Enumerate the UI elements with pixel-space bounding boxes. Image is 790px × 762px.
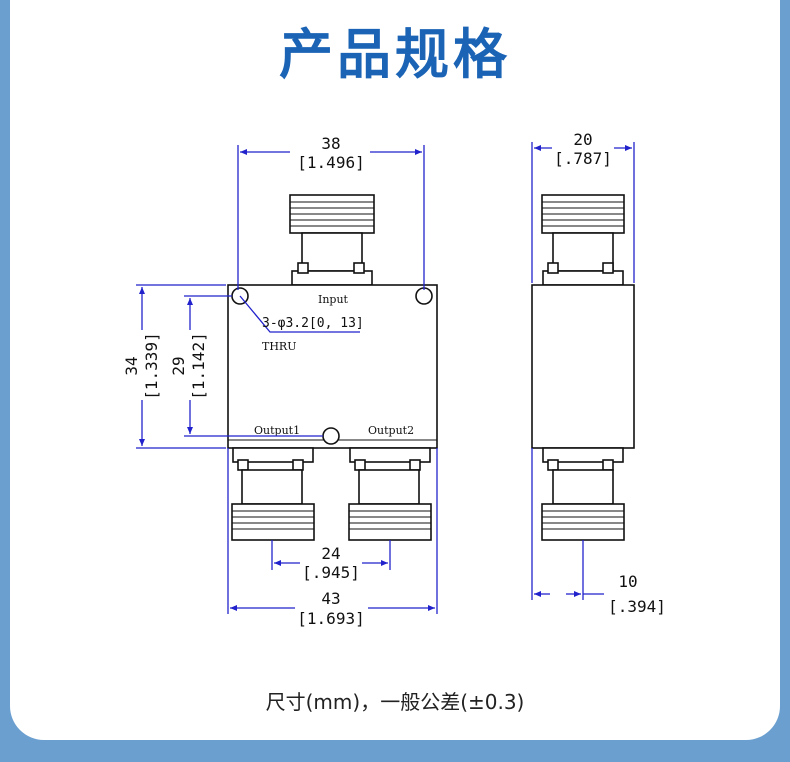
output2-connector bbox=[348, 447, 432, 541]
dim-overall-width-in: [1.693] bbox=[297, 609, 364, 628]
mounting-hole bbox=[415, 287, 433, 305]
dim-side-width: 20 bbox=[573, 130, 592, 149]
input-connector bbox=[289, 194, 375, 286]
hole-note: 3-φ3.2[0, 13] bbox=[262, 316, 364, 331]
dim-side-offset-in: [.394] bbox=[608, 597, 666, 616]
dim-hole-spacing: 29 bbox=[169, 356, 188, 375]
label-output1: Output1 bbox=[254, 424, 300, 437]
front-view: 3-φ3.2[0, 13] THRU Input Output1 Output2 bbox=[122, 134, 438, 628]
dim-top-width-in: [1.496] bbox=[297, 153, 364, 172]
dim-height: 34 bbox=[122, 356, 141, 375]
splitter-body bbox=[227, 284, 438, 449]
label-input: Input bbox=[318, 293, 349, 306]
label-output2: Output2 bbox=[368, 424, 414, 437]
hole-note-thru: THRU bbox=[262, 340, 296, 353]
output1-connector bbox=[231, 447, 315, 541]
dim-side-width-in: [.787] bbox=[554, 149, 612, 168]
technical-drawing: 3-φ3.2[0, 13] THRU Input Output1 Output2 bbox=[122, 130, 666, 628]
dim-overall-width: 43 bbox=[321, 589, 340, 608]
dim-side-offset: 10 bbox=[618, 572, 637, 591]
dim-output-spacing-in: [.945] bbox=[302, 563, 360, 582]
dim-top-width: 38 bbox=[321, 134, 340, 153]
mounting-hole bbox=[322, 427, 340, 445]
side-view: 20 [.787] 10 [.394] bbox=[531, 130, 666, 616]
dim-height-in: [1.339] bbox=[142, 332, 161, 399]
dim-output-spacing: 24 bbox=[321, 544, 340, 563]
page-title: 产品规格 bbox=[279, 23, 511, 86]
splitter-body-side bbox=[531, 284, 635, 449]
tolerance-caption: 尺寸(mm)，一般公差(±0.3) bbox=[265, 690, 525, 714]
dim-hole-spacing-in: [1.142] bbox=[189, 332, 208, 399]
